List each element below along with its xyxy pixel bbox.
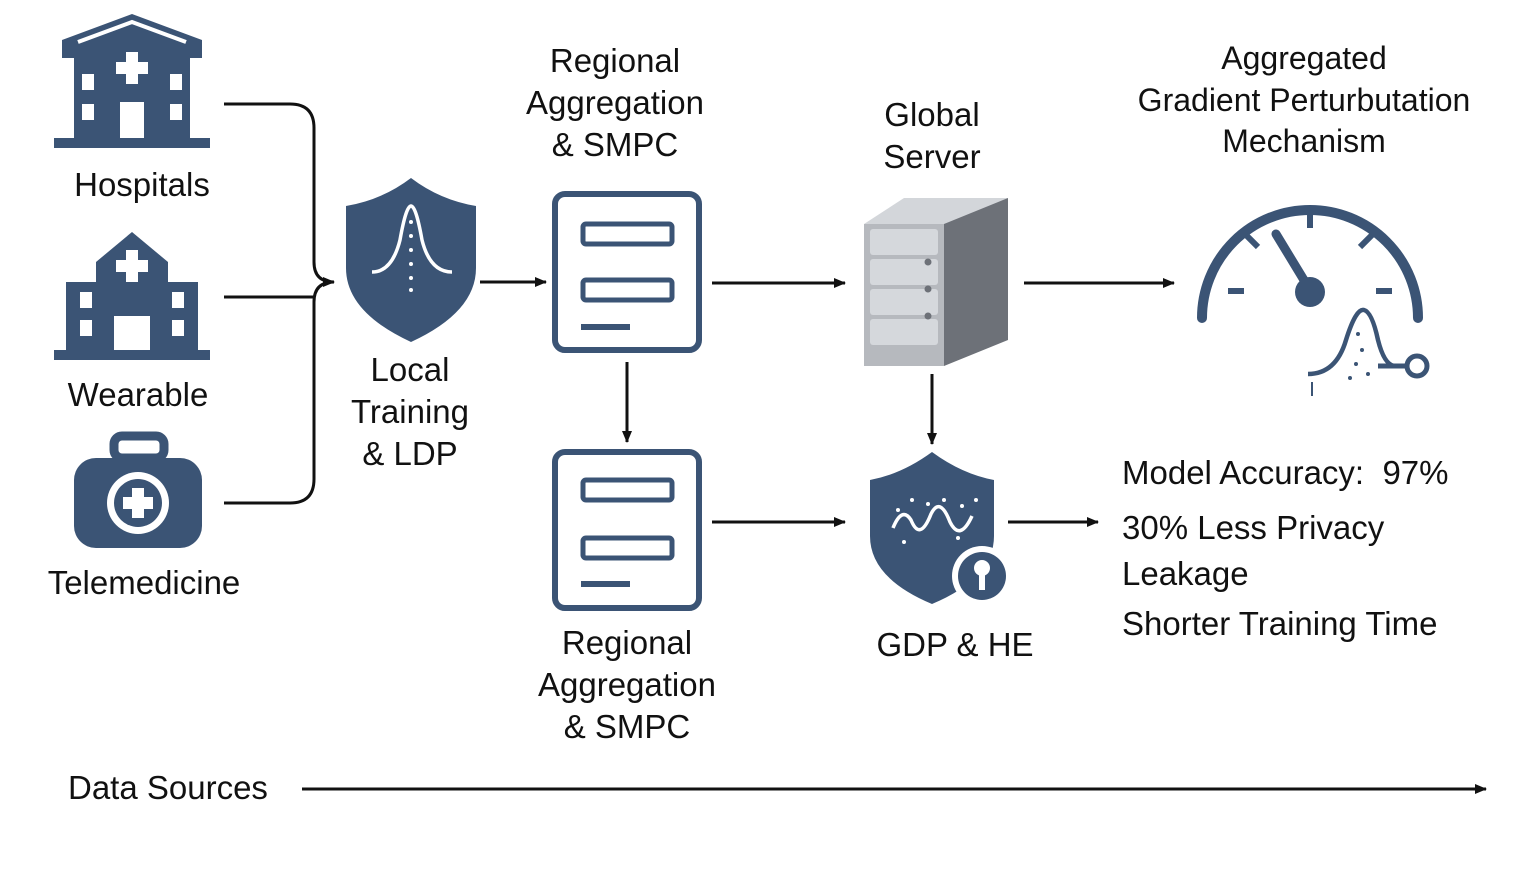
privacy-leakage-text: 30% Less Privacy Leakage <box>1122 505 1532 596</box>
privacy-leakage-line-1: 30% Less Privacy <box>1122 509 1385 546</box>
gauge-icon <box>1197 205 1430 396</box>
telemedicine-label: Telemedicine <box>47 564 241 601</box>
local-training-line-1: Local <box>370 351 450 388</box>
timeline-label: Data Sources <box>68 769 268 806</box>
shield-bell-curve-icon <box>346 178 476 342</box>
local-training-line-2: Training <box>351 393 469 431</box>
source-connector <box>224 102 335 505</box>
regional-bottom-line-1: Regional <box>561 624 693 661</box>
hospital-icon <box>54 14 210 148</box>
regional-bottom-line-3: & SMPC <box>563 708 691 746</box>
mechanism-line-1: Aggregated <box>1221 40 1387 76</box>
training-time-text: Shorter Training Time <box>1122 605 1438 642</box>
mechanism-label: Aggregated Gradient Perturbutation Mecha… <box>1094 38 1514 163</box>
hospitals-label: Hospitals <box>74 166 210 203</box>
regional-top-label: Regional Aggregation & SMPC <box>500 40 730 167</box>
global-server-label: Global Server <box>842 94 1022 178</box>
local-training-line-3: & LDP <box>362 435 458 473</box>
regional-bottom-label: Regional Aggregation & SMPC <box>512 622 742 749</box>
document-list-icon <box>552 191 702 353</box>
model-accuracy-text: Model Accuracy: 97% <box>1122 454 1449 491</box>
local-training-label: Local Training & LDP <box>320 349 500 476</box>
shield-key-icon <box>870 452 1012 606</box>
document-list-icon <box>552 449 702 611</box>
regional-top-line-2: Aggregation <box>526 84 704 122</box>
regional-top-line-3: & SMPC <box>551 126 679 164</box>
server-icon <box>864 198 1008 366</box>
medical-kit-icon <box>74 431 202 548</box>
regional-top-line-1: Regional <box>549 42 681 79</box>
global-server-line-1: Global <box>884 96 980 133</box>
mechanism-line-2: Gradient Perturbutation <box>1137 81 1471 118</box>
gdp-he-label: GDP & HE <box>876 626 1034 663</box>
privacy-leakage-line-2: Leakage <box>1122 554 1249 592</box>
global-server-line-2: Server <box>883 138 981 176</box>
wearable-label: Wearable <box>67 376 209 413</box>
mechanism-line-3: Mechanism <box>1222 123 1386 160</box>
regional-bottom-line-2: Aggregation <box>538 666 716 704</box>
hospital-building-icon <box>54 232 210 360</box>
